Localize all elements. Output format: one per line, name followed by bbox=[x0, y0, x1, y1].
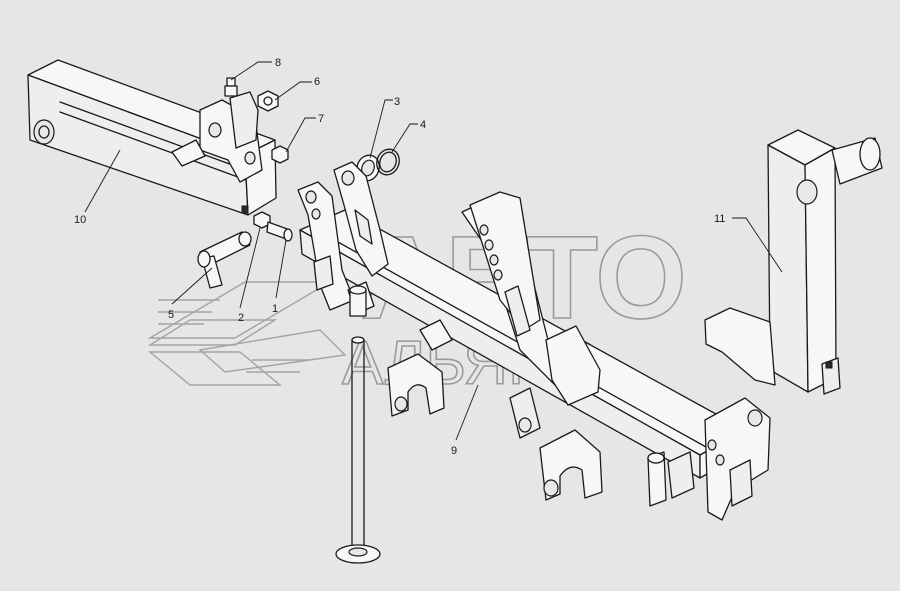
part-5-pin bbox=[197, 231, 252, 289]
part-11-column bbox=[704, 129, 883, 395]
callout-10: 10 bbox=[74, 214, 86, 226]
part-4-ring bbox=[376, 148, 400, 176]
callout-4: 4 bbox=[420, 119, 426, 131]
callout-8: 8 bbox=[275, 57, 281, 69]
callout-1: 1 bbox=[272, 303, 278, 315]
callouts: 8 6 7 3 4 10 5 2 1 9 11 bbox=[74, 57, 783, 457]
part-1-bolt bbox=[266, 221, 293, 242]
callout-9: 9 bbox=[451, 445, 457, 457]
part-10-side-beam bbox=[27, 59, 277, 216]
callout-11: 11 bbox=[714, 213, 725, 225]
part-8-grease-nipple bbox=[224, 77, 238, 97]
part-6-nut bbox=[257, 90, 279, 112]
callout-3: 3 bbox=[394, 96, 400, 108]
callout-5: 5 bbox=[168, 309, 174, 321]
part-7-nut bbox=[271, 145, 289, 164]
callout-6: 6 bbox=[314, 76, 320, 88]
callout-7: 7 bbox=[318, 113, 324, 125]
jack-stand bbox=[335, 285, 381, 564]
callout-2: 2 bbox=[238, 312, 244, 324]
part-9-main-frame bbox=[297, 161, 771, 521]
